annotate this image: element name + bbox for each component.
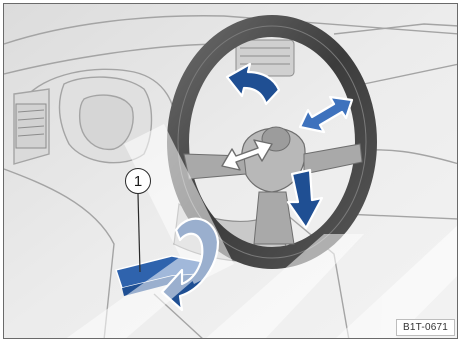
callout-number-1: 1 bbox=[125, 168, 151, 194]
steering-column-adjustment-figure: 1 B1T-0671 bbox=[3, 3, 458, 339]
figure-code-label: B1T-0671 bbox=[396, 319, 455, 336]
figure-illustration bbox=[4, 4, 458, 339]
